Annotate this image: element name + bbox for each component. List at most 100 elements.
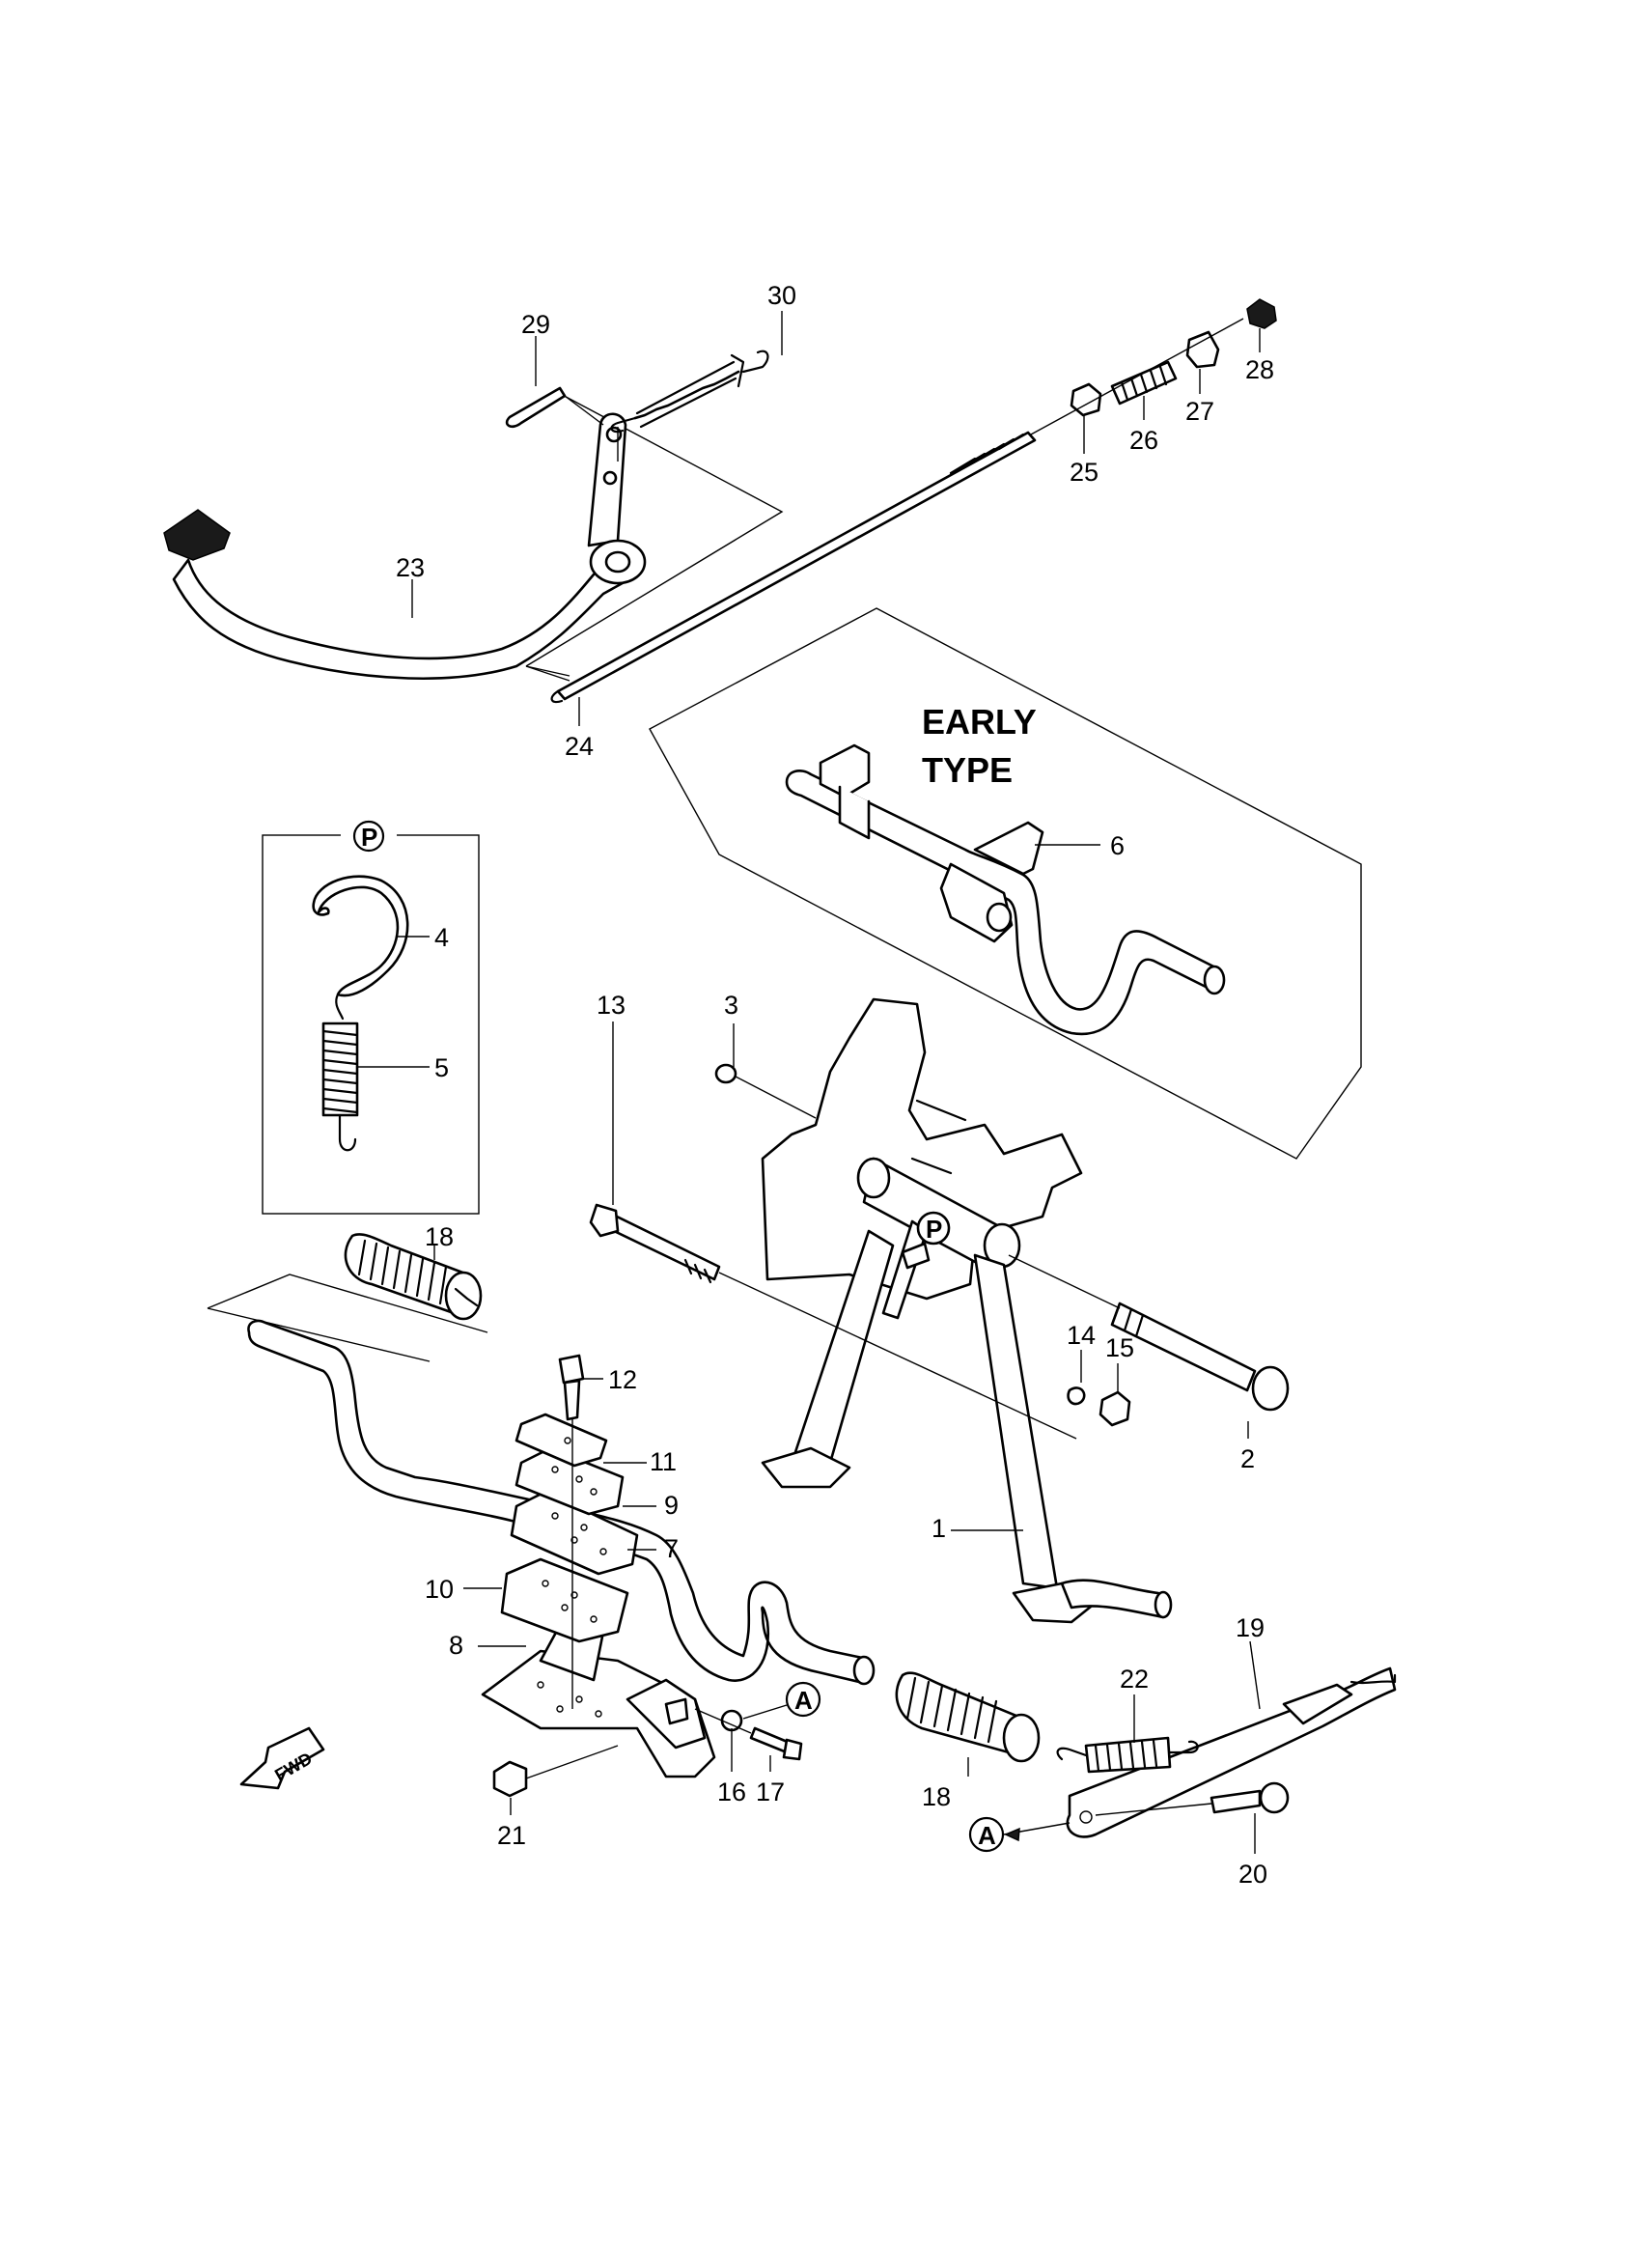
callout-18-top: 18 xyxy=(425,1222,454,1251)
side-stand-foot xyxy=(1349,1673,1397,1685)
stand-leg-right xyxy=(973,1253,1059,1590)
brake-rod xyxy=(556,431,1037,701)
nut-21 xyxy=(492,1760,528,1798)
callout-24: 24 xyxy=(565,732,594,761)
callout-18-bottom: 18 xyxy=(922,1782,951,1811)
callout-16: 16 xyxy=(717,1778,746,1806)
bracket xyxy=(973,821,1044,876)
a-marker-sidestand-text: A xyxy=(978,1821,996,1850)
leader xyxy=(742,1704,788,1720)
pin xyxy=(664,1697,689,1725)
callout-8: 8 xyxy=(449,1631,463,1660)
pedal-pivot-hole xyxy=(604,550,631,574)
p-box-outline xyxy=(262,834,480,1215)
bolt-17-head xyxy=(782,1738,803,1761)
callout-15: 15 xyxy=(1105,1333,1134,1362)
cotter-pin xyxy=(505,386,567,429)
callout-11: 11 xyxy=(650,1447,677,1476)
callout-6: 6 xyxy=(1110,831,1125,860)
callout-30: 30 xyxy=(767,281,796,310)
p-box-marker-text: P xyxy=(361,823,377,852)
callout-7: 7 xyxy=(664,1534,679,1563)
leader-line xyxy=(564,395,604,426)
adjuster-nut xyxy=(1070,382,1102,417)
bolt-axis-line xyxy=(718,1272,1077,1440)
center-stand: P xyxy=(589,997,1290,1624)
pivot-tube-end xyxy=(856,1157,891,1199)
callout-26: 26 xyxy=(1129,426,1158,455)
leader-lines xyxy=(411,311,1261,1854)
brake-spring xyxy=(610,350,769,434)
a-marker-bolt xyxy=(785,1681,821,1718)
callout-13: 13 xyxy=(597,991,626,1020)
callout-1: 1 xyxy=(932,1514,946,1543)
kick-bar-end xyxy=(1154,1590,1173,1619)
callout-28: 28 xyxy=(1245,355,1274,384)
bolt-20 xyxy=(1210,1789,1262,1814)
shaft-axis-line xyxy=(1008,1254,1121,1309)
bolt-head-13 xyxy=(589,1203,620,1238)
lever-hole xyxy=(605,426,623,443)
footrest-assembly: A xyxy=(207,1233,1041,1798)
callout-22: 22 xyxy=(1120,1665,1149,1694)
p-box-marker xyxy=(352,820,385,853)
bolt-20-head xyxy=(1259,1781,1290,1814)
callout-12: 12 xyxy=(608,1365,637,1394)
callout-27: 27 xyxy=(1185,397,1214,426)
stand-spring xyxy=(321,993,359,1152)
shaft-head xyxy=(1251,1365,1290,1412)
bolt-thread xyxy=(683,1258,712,1284)
bracket-hole xyxy=(575,1695,583,1703)
rod-thread xyxy=(949,433,1025,475)
callout-21: 21 xyxy=(497,1821,526,1850)
bracket-side xyxy=(626,1678,707,1750)
guide-line xyxy=(207,1307,431,1362)
bracket xyxy=(838,785,871,840)
brake-pedal-pad xyxy=(163,509,231,561)
lever-hole xyxy=(602,470,618,486)
leader xyxy=(735,1076,817,1119)
callout-19: 19 xyxy=(1236,1613,1265,1642)
early-type-label-2: TYPE xyxy=(922,750,1013,790)
leader xyxy=(694,1708,752,1734)
washer-14 xyxy=(1067,1386,1086,1406)
footrest-rubber-top xyxy=(344,1233,483,1321)
pivot-hole xyxy=(1079,1810,1093,1824)
leader xyxy=(525,1745,619,1779)
callout-9: 9 xyxy=(664,1491,679,1520)
plate-edge xyxy=(910,1099,967,1175)
bolt-17 xyxy=(749,1726,792,1754)
rod-axis-line xyxy=(1030,318,1244,435)
a-marker-bolt-text: A xyxy=(794,1686,813,1715)
bolt-12-head xyxy=(558,1354,585,1385)
p-box: P xyxy=(262,820,480,1215)
guide-line xyxy=(207,1274,488,1333)
callout-10: 10 xyxy=(425,1575,454,1604)
callout-25: 25 xyxy=(1070,458,1099,487)
brake-pedal-assembly xyxy=(163,298,1277,704)
early-type-outline xyxy=(649,607,1362,1160)
footrest-rubber-bottom xyxy=(895,1671,1041,1763)
footrest-bar-end xyxy=(852,1655,876,1686)
bolt-axis-line xyxy=(1095,1803,1212,1816)
washer-3 xyxy=(714,1063,737,1084)
guide-line xyxy=(525,390,784,667)
early-type-label-1: EARLY xyxy=(922,702,1037,742)
side-stand-tab xyxy=(1282,1683,1353,1725)
footrest-bar xyxy=(247,1319,869,1684)
callout-3: 3 xyxy=(724,991,738,1020)
callout-29: 29 xyxy=(521,310,550,339)
bracket-hole xyxy=(537,1681,544,1689)
bracket-hole xyxy=(595,1710,602,1718)
stand-p-marker xyxy=(916,1211,951,1246)
callout-20: 20 xyxy=(1238,1860,1267,1889)
stand-p-marker-text: P xyxy=(926,1215,942,1244)
bracket xyxy=(819,743,871,798)
callout-23: 23 xyxy=(396,553,425,582)
adjuster-collar xyxy=(1185,330,1220,369)
fwd-arrow-shape xyxy=(239,1726,325,1790)
guide-line xyxy=(525,665,570,677)
mount-hole xyxy=(986,902,1013,933)
